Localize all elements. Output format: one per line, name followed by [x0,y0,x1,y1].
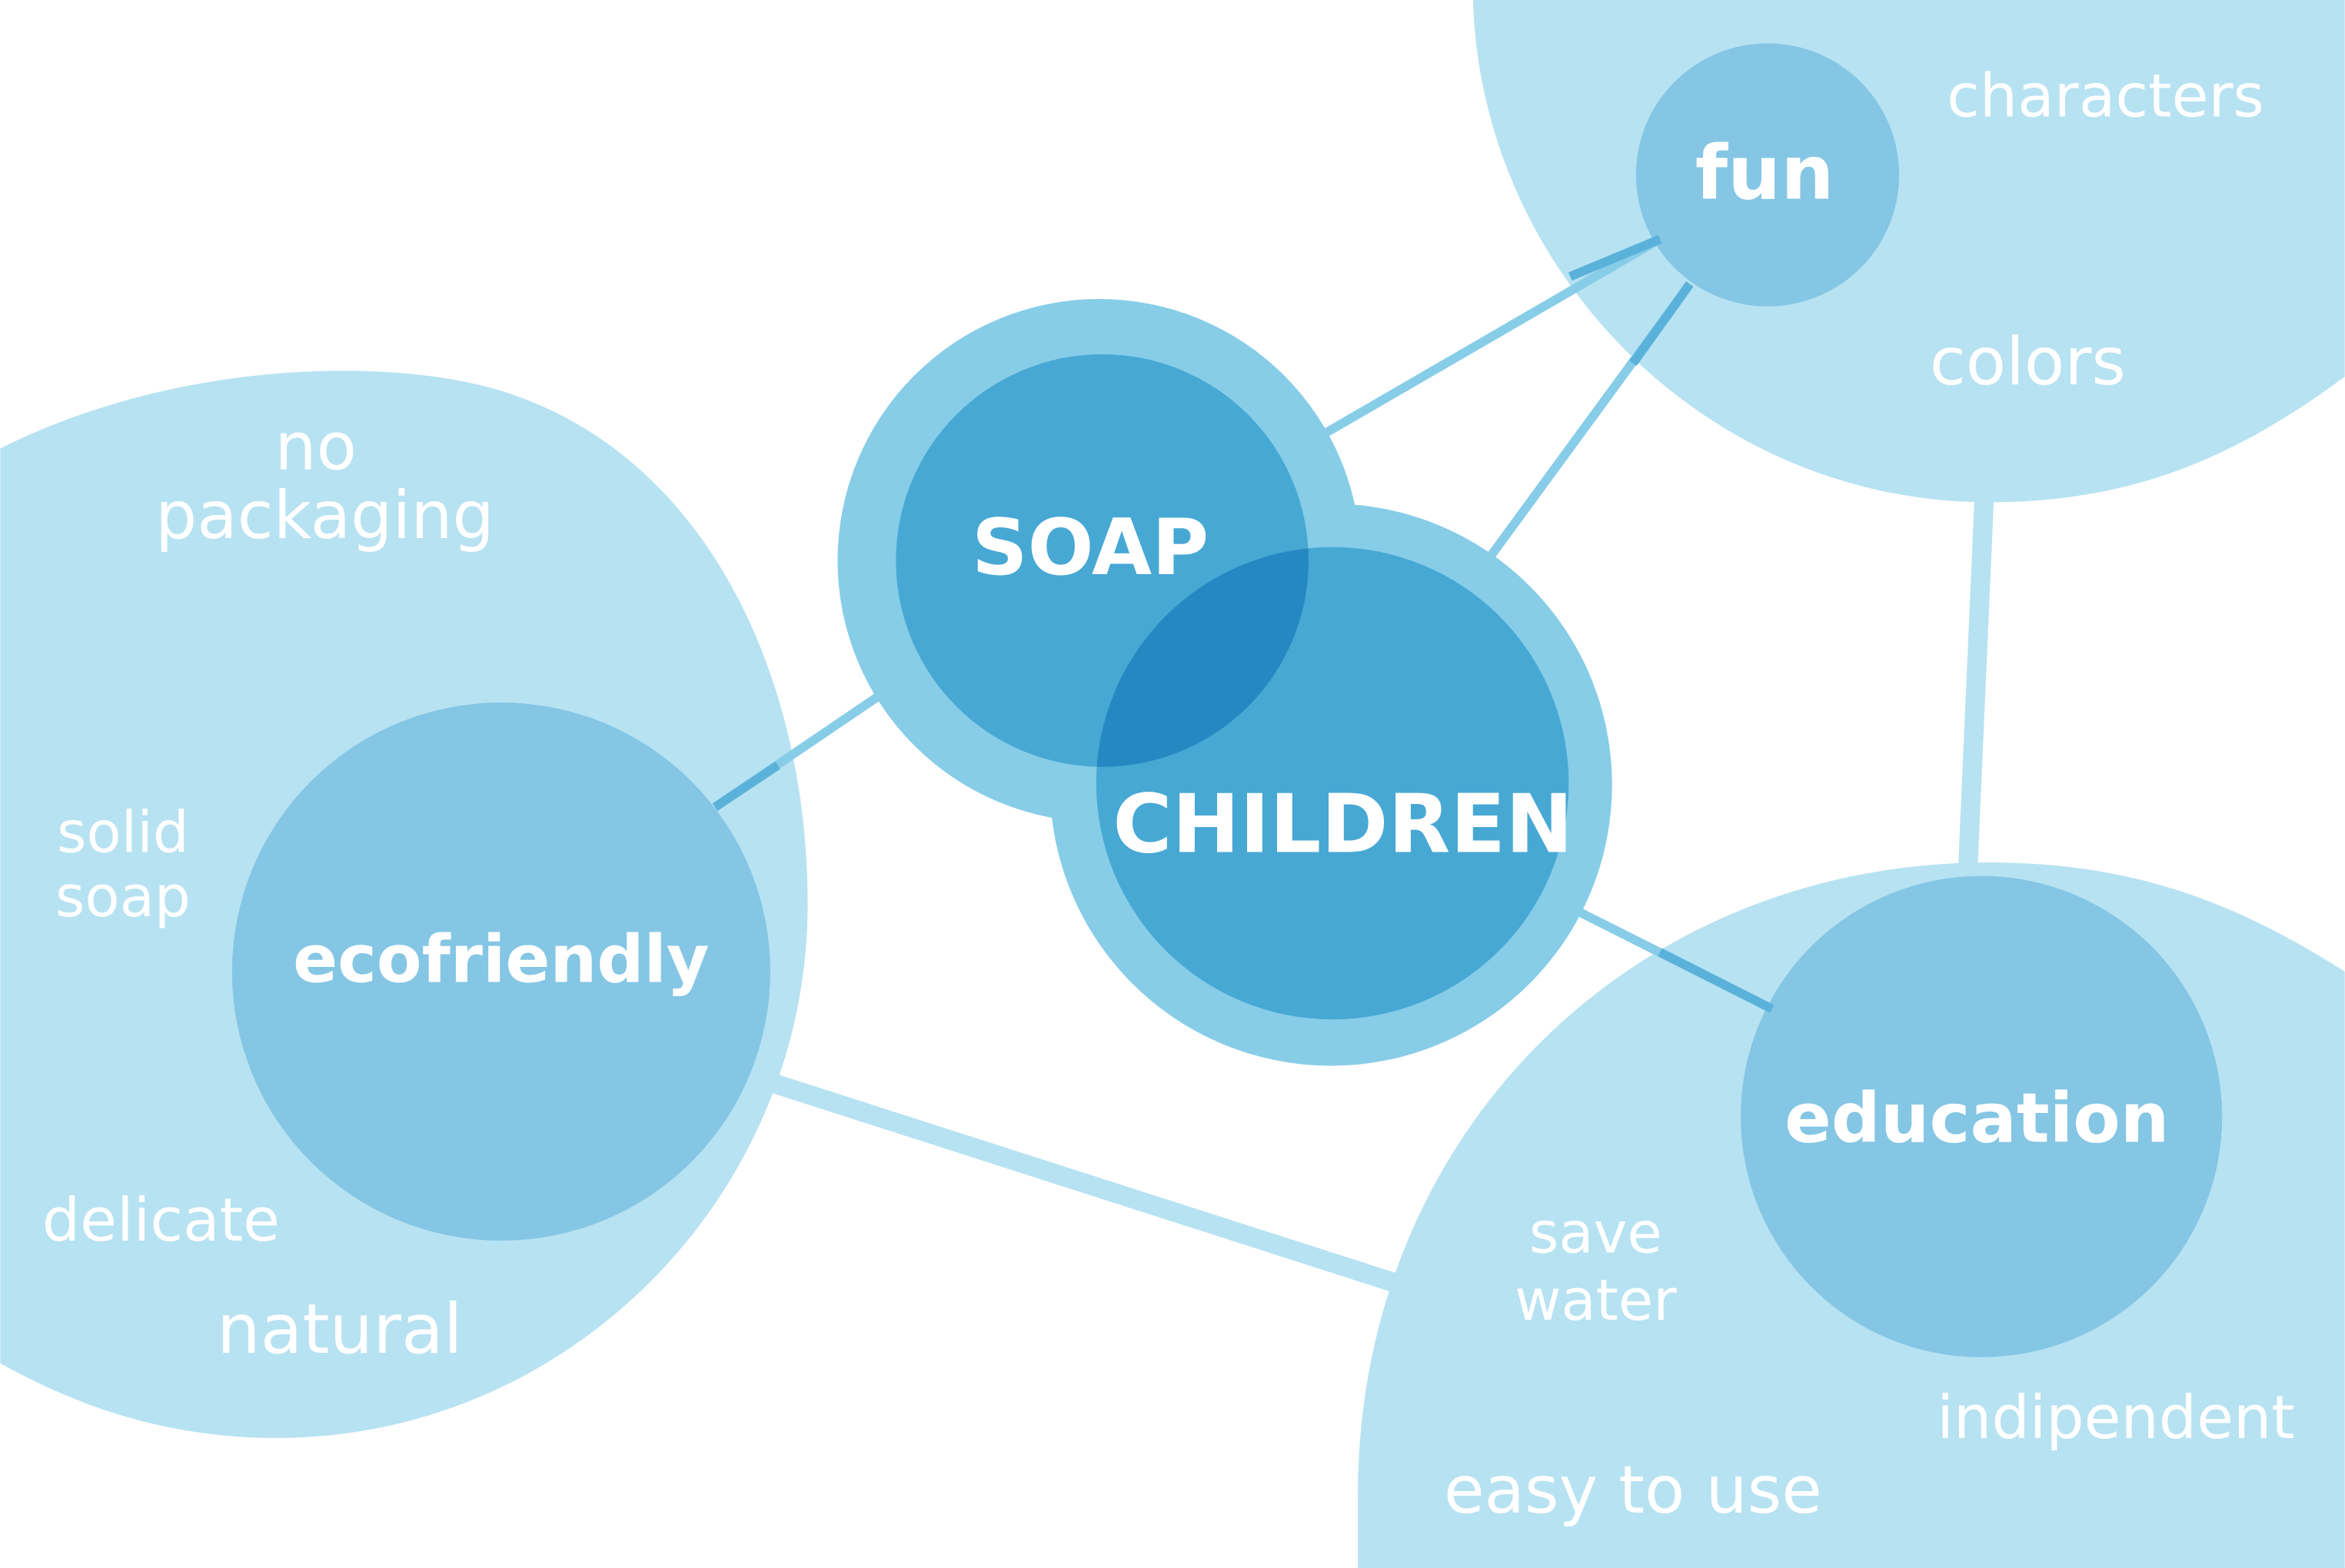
term-solid: solid [57,799,189,865]
term-colors: colors [1930,324,2126,400]
node-ecofriendly [231,703,770,1241]
core-soap-label: SOAP [972,502,1209,593]
term-natural: natural [217,1290,463,1370]
edge-overlap [1658,948,1775,1013]
edge-ecofriendly-education [771,1074,1397,1292]
term-characters: characters [1947,62,2264,131]
node-fun [1635,43,1900,307]
fun-label: fun [1695,130,1834,217]
term-soap: soap [55,864,191,930]
edge-overlap [1629,281,1694,366]
term-delicate: delicate [42,1186,280,1255]
edge-overlap [712,761,780,811]
node-education [1740,875,2223,1357]
core-children-label: CHILDREN [1113,777,1573,871]
term-save: save [1529,1201,1662,1267]
term-no: no [274,410,357,486]
core-overlap [1096,546,1309,767]
term-water: water [1515,1267,1677,1334]
education-label: education [1785,1079,2169,1159]
edge-fun-education [1957,493,1994,868]
ecofriendly-label: ecofriendly [293,922,709,998]
edge-soap-fun [1283,235,1662,460]
edge-overlap [1568,234,1662,281]
term-packaging: packaging [155,478,494,554]
term-easy-to-use: easy to use [1444,1453,1822,1529]
term-indipendent: indipendent [1937,1384,2294,1453]
